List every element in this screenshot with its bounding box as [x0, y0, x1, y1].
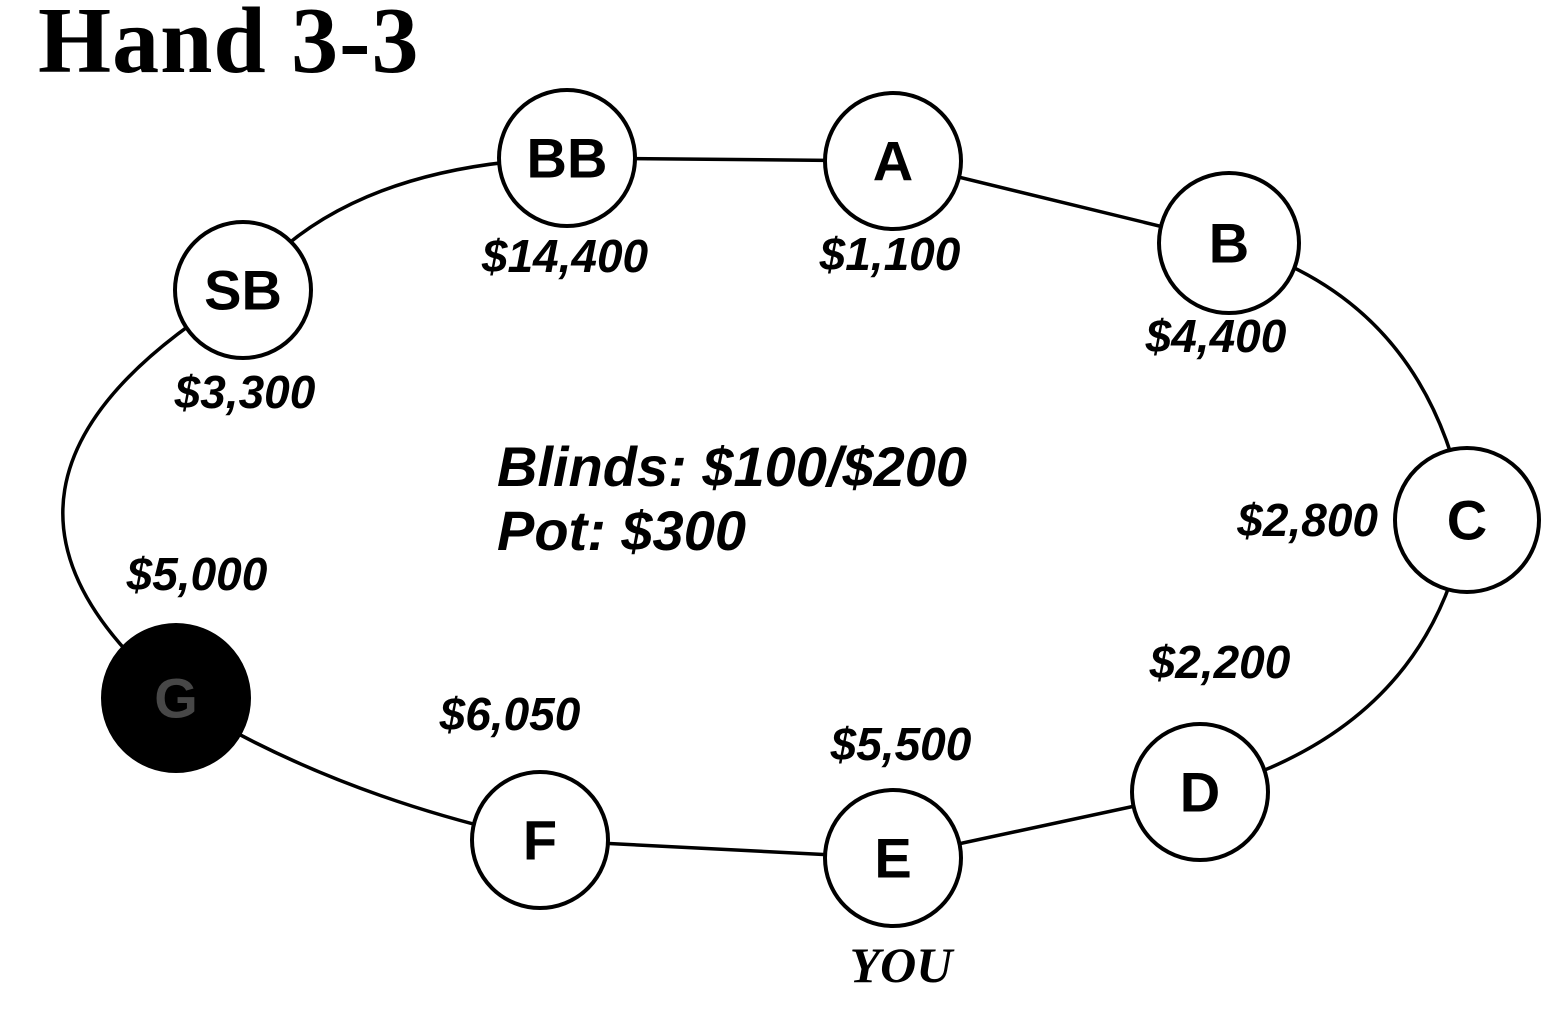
- seat-d: D $2,200: [1130, 636, 1291, 862]
- seat-d-circle: [1130, 722, 1270, 862]
- seat-sb-circle: [173, 220, 313, 360]
- seat-b-label: B: [1209, 212, 1249, 275]
- seat-bb-label: BB: [527, 127, 608, 190]
- seat-b-circle: [1157, 171, 1301, 315]
- seat-f: F $6,050: [439, 688, 610, 910]
- seat-f-stack: $6,050: [439, 688, 581, 740]
- seat-sb-label: SB: [204, 259, 282, 322]
- seat-b: B $4,400: [1145, 171, 1301, 362]
- seat-bb: BB $14,400: [481, 88, 649, 282]
- blinds-text: Blinds: $100/$200: [497, 435, 967, 498]
- seat-g-label: G: [154, 667, 198, 730]
- seat-e-label: E: [874, 827, 911, 890]
- seat-c: C $2,800: [1236, 446, 1541, 594]
- seat-a-stack: $1,100: [819, 228, 961, 280]
- seat-a-circle: [823, 91, 963, 231]
- seat-c-circle: [1393, 446, 1541, 594]
- seat-g-stack: $5,000: [126, 548, 268, 600]
- pot-text: Pot: $300: [497, 499, 746, 562]
- seat-g-dealer-circle: [101, 623, 251, 773]
- seat-sb: SB $3,300: [173, 220, 316, 418]
- seat-sb-stack: $3,300: [174, 366, 316, 418]
- seat-f-label: F: [523, 809, 557, 872]
- page-title: Hand 3-3: [38, 0, 419, 93]
- seat-g: G $5,000: [101, 548, 268, 773]
- seat-e-circle: [823, 788, 963, 928]
- seat-d-label: D: [1180, 761, 1220, 824]
- seat-a: A $1,100: [819, 91, 963, 280]
- seat-b-stack: $4,400: [1145, 310, 1287, 362]
- you-label: YOU: [850, 937, 956, 993]
- seat-e-stack: $5,500: [830, 718, 972, 770]
- seat-bb-circle: [497, 88, 637, 228]
- seat-e: E $5,500 YOU: [823, 718, 972, 993]
- seat-bb-stack: $14,400: [481, 230, 649, 282]
- seat-c-label: C: [1447, 489, 1487, 552]
- seat-d-stack: $2,200: [1149, 636, 1291, 688]
- seat-a-label: A: [873, 130, 913, 193]
- seat-f-circle: [470, 770, 610, 910]
- seat-c-stack: $2,800: [1236, 494, 1378, 546]
